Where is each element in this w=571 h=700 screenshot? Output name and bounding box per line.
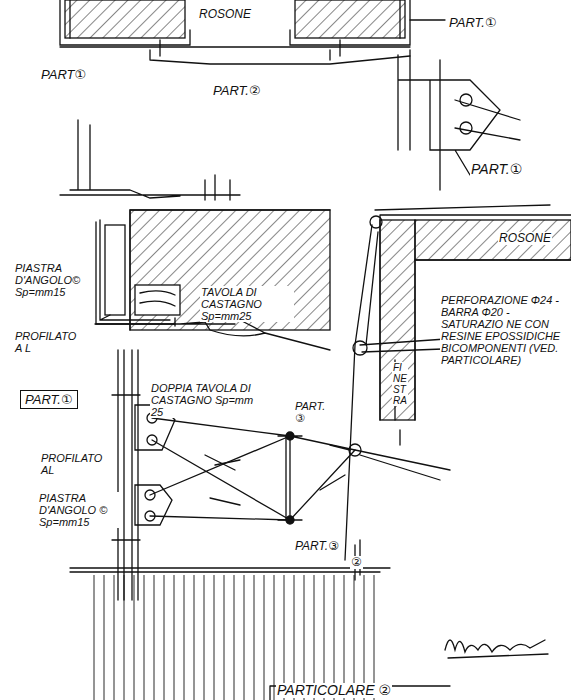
sketch-annotation: PART.①: [448, 16, 498, 30]
sketch-annotation: PROFILATO A L: [14, 330, 86, 354]
sketch-annotation: PART.②: [212, 84, 262, 98]
sketch-annotation: PART.③: [294, 540, 340, 553]
sketch-annotation: TAVOLA DI CASTAGNO Sp=mm25: [200, 286, 294, 322]
part-title: PART.①: [25, 392, 73, 407]
sketch-annotation: DOPPIA TAVOLA DI CASTAGNO Sp=mm 25: [150, 382, 262, 418]
sketch-annotation: PART.①: [470, 162, 523, 177]
sketch-annotation: PART①: [40, 68, 87, 82]
sketch-annotation: ②: [350, 556, 363, 569]
sketch-annotation: FINESTRA: [392, 362, 408, 406]
sketch-annotation: ROSONE: [198, 8, 252, 21]
sketch-annotation: PERFORAZIONE Φ24 - BARRA Φ20 - SATURAZIO…: [440, 294, 567, 366]
sketch-annotation: PROFILATO AL: [40, 452, 102, 476]
sketch-annotation: ROSONE: [498, 232, 552, 245]
sketch-annotation: PART. ③: [294, 400, 326, 424]
sketch-annotation: PIASTRA D'ANGOLO © Sp=mm15: [38, 492, 122, 528]
sketch-annotation: PIASTRA D'ANGOLO© Sp=mm15: [14, 262, 94, 298]
part-box: PART.①: [20, 390, 78, 409]
sketch-annotation: PARTICOLARE ②: [276, 683, 392, 698]
